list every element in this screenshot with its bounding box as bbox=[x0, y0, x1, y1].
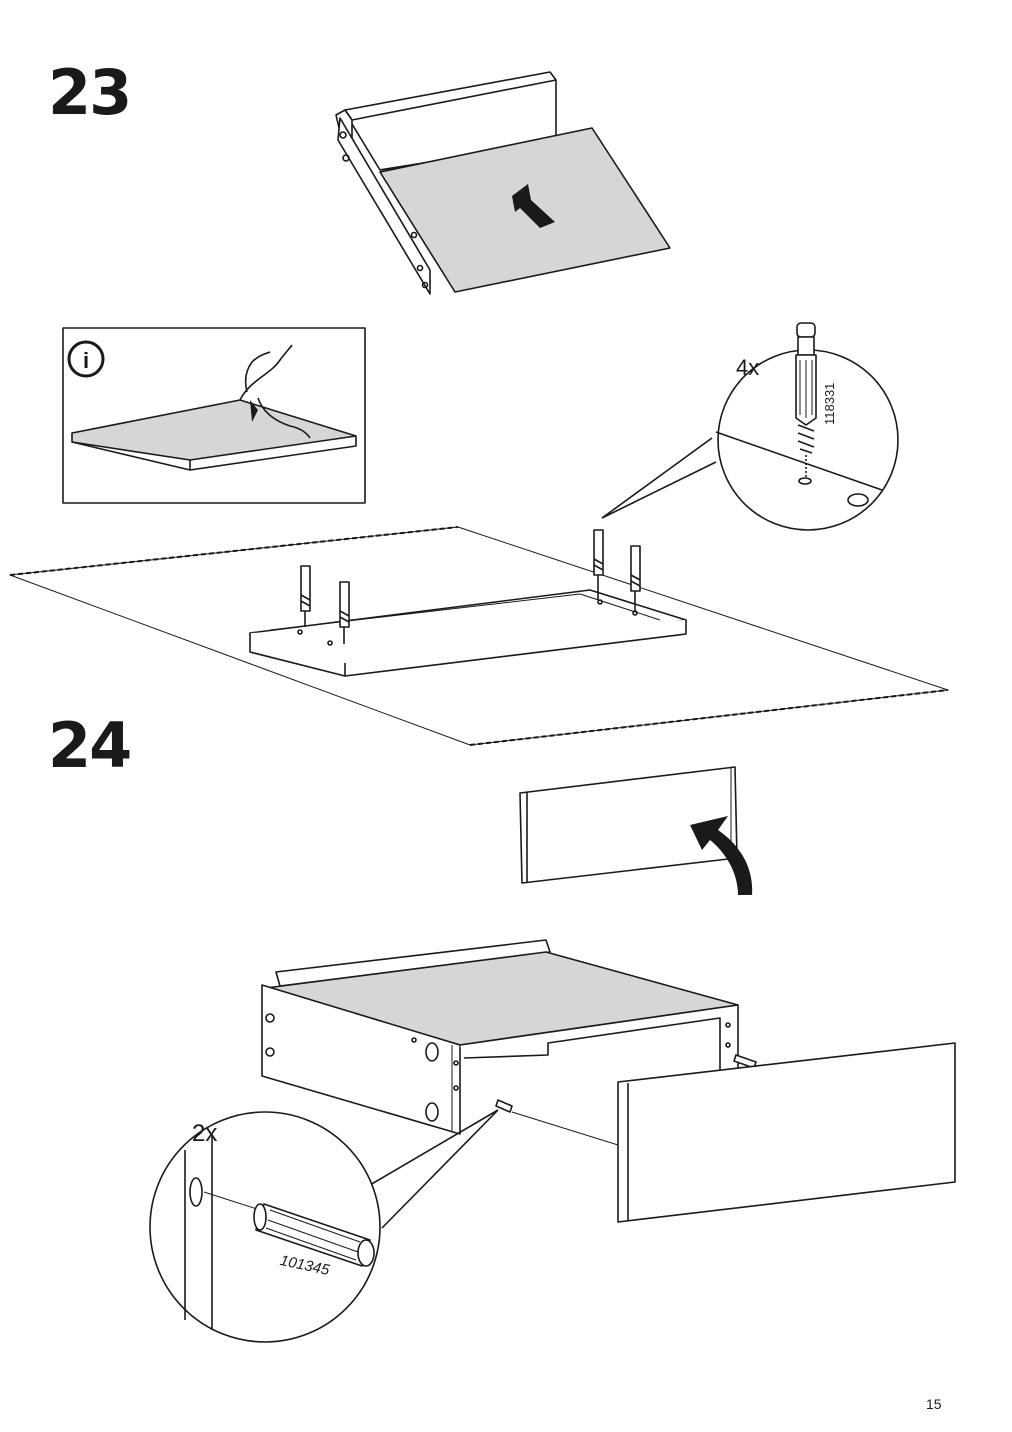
screw-part-code: 118331 bbox=[822, 382, 837, 425]
screws bbox=[300, 529, 641, 644]
dowel-detail bbox=[253, 1203, 375, 1267]
screw-detail-callout bbox=[601, 322, 899, 531]
step-number-23: 23 bbox=[48, 56, 132, 129]
screw-quantity-label: 4x bbox=[736, 355, 760, 380]
drawer-front-to-attach bbox=[617, 1042, 956, 1223]
insert-direction-arrow bbox=[512, 184, 555, 228]
screw bbox=[630, 545, 641, 612]
peel-film-illustration bbox=[71, 344, 357, 471]
step-number-24: 24 bbox=[48, 709, 132, 782]
info-box bbox=[62, 327, 366, 504]
screw bbox=[300, 565, 311, 627]
dowel-detail-callout bbox=[149, 1109, 499, 1343]
dowels bbox=[495, 1054, 757, 1146]
drawer-front-panel bbox=[249, 589, 687, 677]
drawer-box bbox=[261, 939, 739, 1135]
screw bbox=[593, 529, 604, 600]
info-icon: i bbox=[83, 348, 89, 373]
lift-arrow bbox=[690, 816, 753, 895]
dowel-quantity-label: 2x bbox=[192, 1120, 218, 1147]
screw bbox=[339, 581, 350, 644]
rug bbox=[9, 526, 949, 746]
screw-detail bbox=[795, 322, 817, 478]
page-number: 15 bbox=[926, 1396, 942, 1412]
